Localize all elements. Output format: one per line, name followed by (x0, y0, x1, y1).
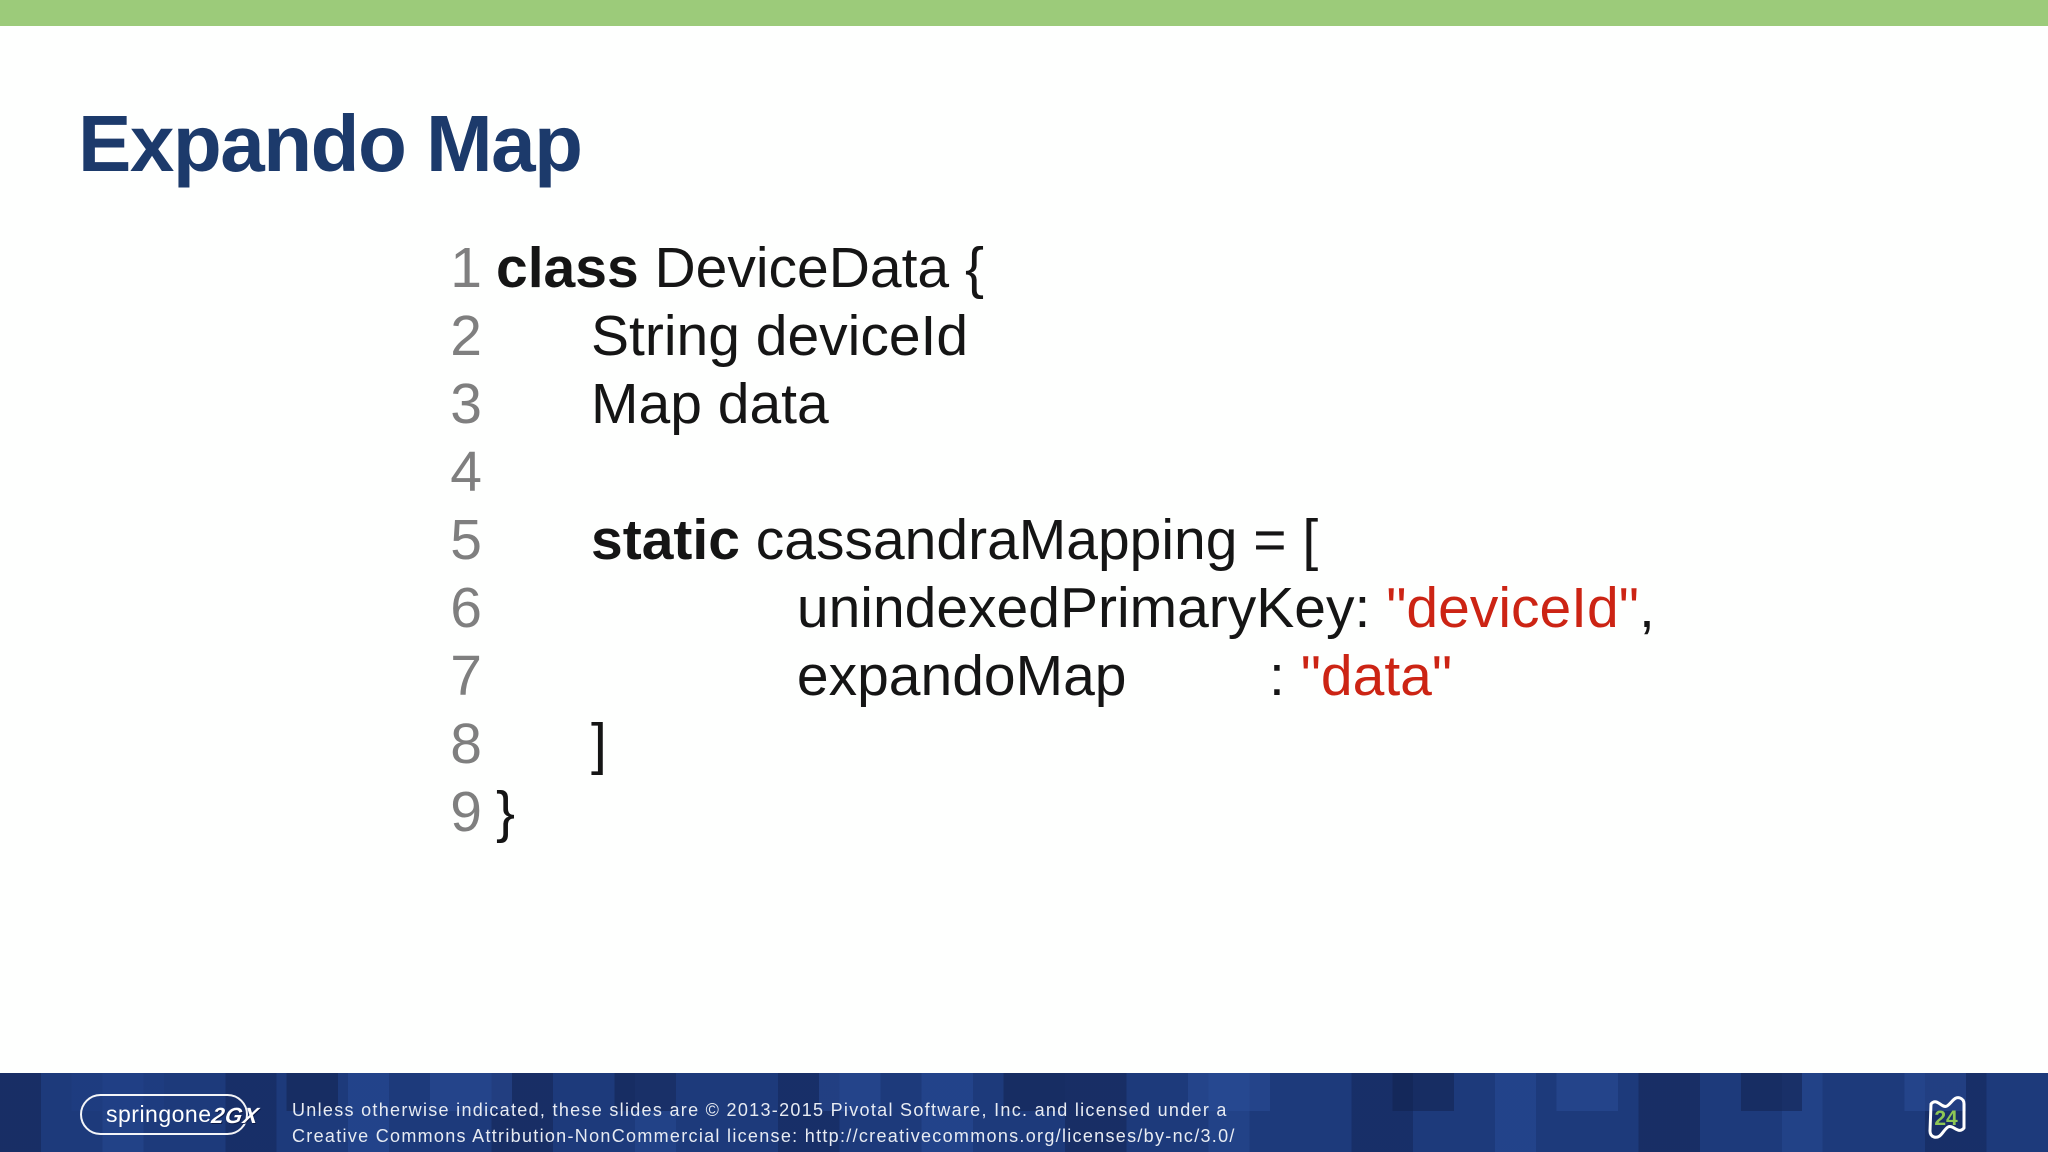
code-string: "deviceId" (1386, 576, 1639, 640)
code-plain: Map data (496, 372, 829, 436)
line-number: 4 (450, 440, 482, 504)
code-plain: unindexedPrimaryKey: (496, 576, 1387, 640)
code-plain: String deviceId (496, 304, 969, 368)
line-number: 2 (450, 304, 482, 368)
flag-outline (1928, 1096, 1966, 1139)
code-line: 7 expandoMap : "data" (448, 642, 1655, 710)
license-text: Unless otherwise indicated, these slides… (292, 1097, 1236, 1149)
line-number: 3 (450, 372, 482, 436)
code-plain: DeviceData { (654, 236, 984, 300)
code-plain: expandoMap : (496, 644, 1301, 708)
license-line-2: Creative Commons Attribution-NonCommerci… (292, 1126, 1236, 1146)
code-text: String deviceId (496, 302, 968, 370)
page-title: Expando Map (78, 98, 583, 188)
page-number: 24 (1934, 1107, 1958, 1130)
code-keyword: static (591, 508, 756, 572)
code-plain: , (1638, 576, 1655, 640)
code-text: unindexedPrimaryKey: "deviceId", (496, 574, 1655, 642)
line-number: 8 (450, 712, 482, 776)
code-text: expandoMap : "data" (496, 642, 1452, 710)
code-text: static cassandraMapping = [ (496, 506, 1318, 574)
footer-bar: springone 2GX Unless otherwise indicated… (0, 1073, 2048, 1152)
code-text: ] (496, 710, 607, 778)
code-plain: } (496, 780, 516, 844)
springone-logo-text: springone (106, 1101, 212, 1127)
code-string: "data" (1300, 644, 1453, 708)
code-text: class DeviceData { (496, 234, 984, 302)
code-text: } (496, 778, 515, 846)
line-number: 9 (450, 780, 482, 844)
code-line: 4 (448, 438, 1655, 506)
code-line: 2 String deviceId (448, 302, 1655, 370)
code-line: 5 static cassandraMapping = [ (448, 506, 1655, 574)
page-number-flag-icon: 24 (1928, 1096, 1966, 1139)
line-number: 7 (450, 644, 482, 708)
top-accent-bar (0, 0, 2048, 26)
code-plain (496, 508, 591, 572)
code-line: 1 class DeviceData { (448, 234, 1655, 302)
code-plain: ] (496, 712, 607, 776)
code-line: 6 unindexedPrimaryKey: "deviceId", (448, 574, 1655, 642)
line-number: 5 (450, 508, 482, 572)
code-plain: cassandraMapping = [ (755, 508, 1319, 572)
springone-2gx-logo: springone 2GX (80, 1094, 261, 1135)
code-keyword: class (496, 236, 655, 300)
code-line: 3 Map data (448, 370, 1655, 438)
2gx-logo-text: 2GX (209, 1103, 262, 1128)
line-number: 6 (450, 576, 482, 640)
code-listing: 1 class DeviceData { 2 String deviceId 3… (448, 234, 1655, 846)
line-number: 1 (450, 236, 482, 300)
code-line: 9 } (448, 778, 1655, 846)
license-line-1: Unless otherwise indicated, these slides… (292, 1100, 1228, 1120)
code-text: Map data (496, 370, 829, 438)
code-line: 8 ] (448, 710, 1655, 778)
